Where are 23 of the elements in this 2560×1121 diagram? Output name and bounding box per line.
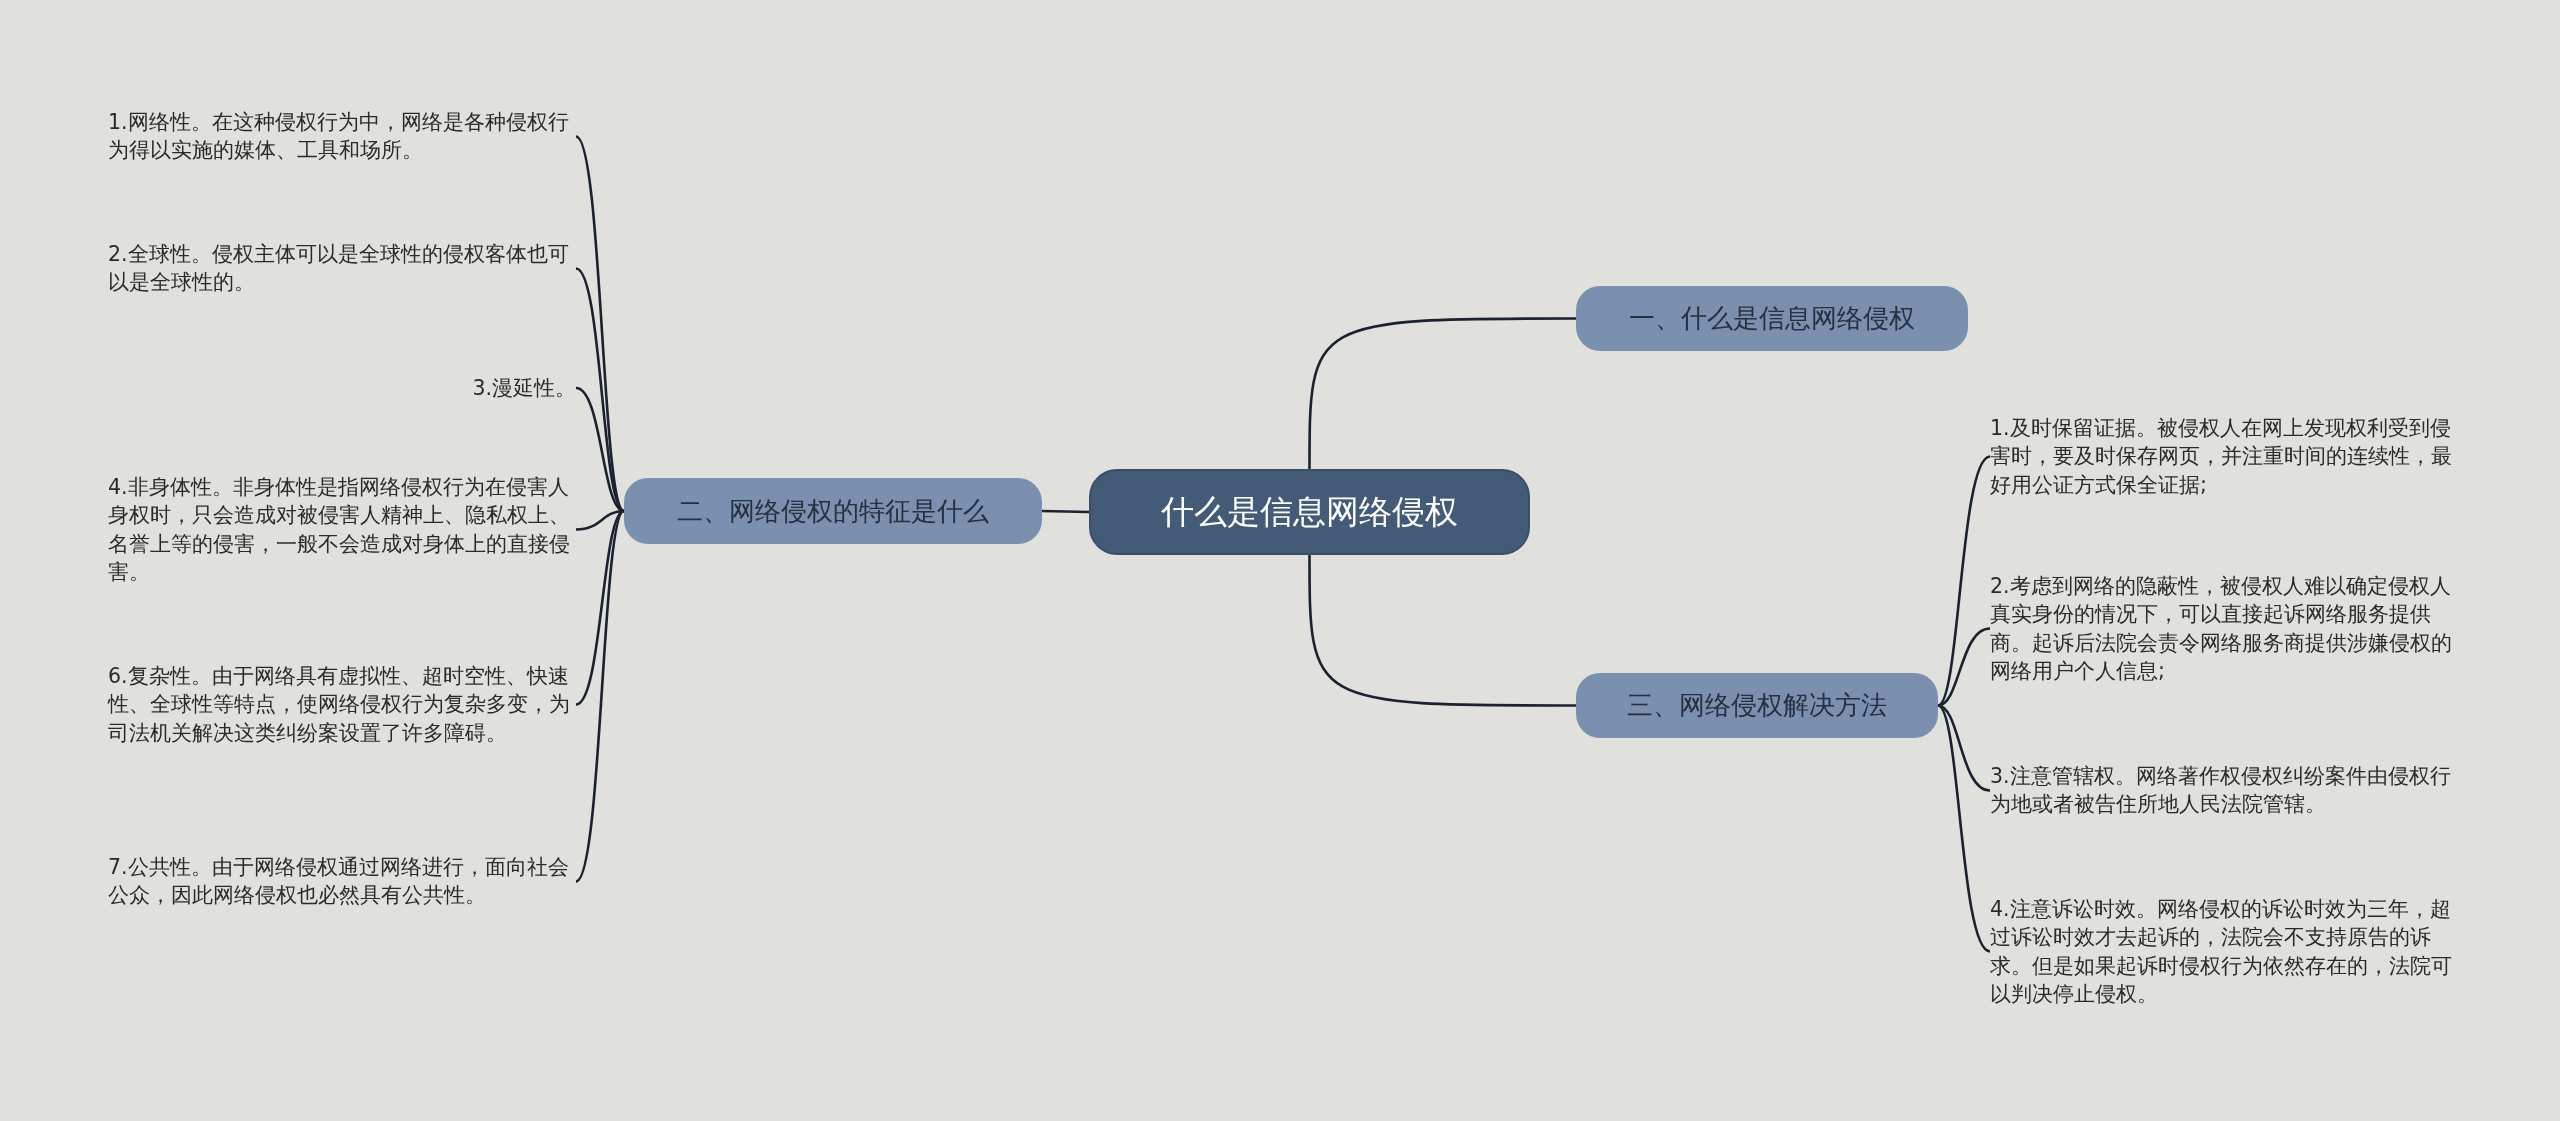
connector-line — [1041, 509, 1090, 514]
connector-line — [1308, 555, 1576, 707]
connector-line — [1937, 704, 1991, 953]
central-topic-box: 什么是信息网络侵权 — [1089, 469, 1530, 555]
branch-topic-box: 三、网络侵权解决方法 — [1576, 673, 1938, 738]
leaf-topic-text: 3.注意管辖权。网络著作权侵权纠纷案件由侵权行为地或者被告住所地人民法院管辖。 — [1990, 762, 2462, 819]
leaf-topic-text: 4.注意诉讼时效。网络侵权的诉讼时效为三年，超过诉讼时效才去起诉的，法院会不支持原告的诉求。但是如果起诉时侵权行为依然存在的，法院可以判决停止侵权。 — [1990, 895, 2462, 1009]
connector-line — [1937, 704, 1991, 792]
leaf-topic-text: 1.网络性。在这种侵权行为中，网络是各种侵权行为得以实施的媒体、工具和场所。 — [108, 108, 576, 165]
connector-line — [1937, 455, 1991, 707]
connector-line — [1937, 627, 1991, 707]
leaf-topic-text: 6.复杂性。由于网络具有虚拟性、超时空性、快速性、全球性等特点，使网络侵权行为复杂多变，为司法机关解决这类纠纷案设置了许多障碍。 — [108, 662, 576, 747]
connector-line — [575, 510, 626, 883]
leaf-topic-text: 2.考虑到网络的隐蔽性，被侵权人难以确定侵权人真实身份的情况下，可以直接起诉网络服务提供商。起诉后法院会责令网络服务商提供涉嫌侵权的网络用户个人信息; — [1990, 572, 2462, 686]
leaf-topic-text: 1.及时保留证据。被侵权人在网上发现权利受到侵害时，要及时保存网页，并注重时间的连续性，最好用公证方式保全证据; — [1990, 414, 2462, 499]
leaf-topic-text: 7.公共性。由于网络侵权通过网络进行，面向社会公众，因此网络侵权也必然具有公共性。 — [108, 853, 576, 910]
connector-line — [1308, 317, 1576, 469]
branch-topic-box: 一、什么是信息网络侵权 — [1576, 286, 1968, 351]
leaf-topic-text: 4.非身体性。非身体性是指网络侵权行为在侵害人身权时，只会造成对被侵害人精神上、隐私权上、名誉上等的侵害，一般不会造成对身体上的直接侵害。 — [108, 473, 576, 587]
connector-line — [575, 135, 626, 512]
leaf-topic-text: 2.全球性。侵权主体可以是全球性的侵权客体也可以是全球性的。 — [108, 240, 576, 297]
branch-topic-box: 二、网络侵权的特征是什么 — [624, 478, 1042, 544]
leaf-topic-text: 3.漫延性。 — [108, 374, 576, 403]
